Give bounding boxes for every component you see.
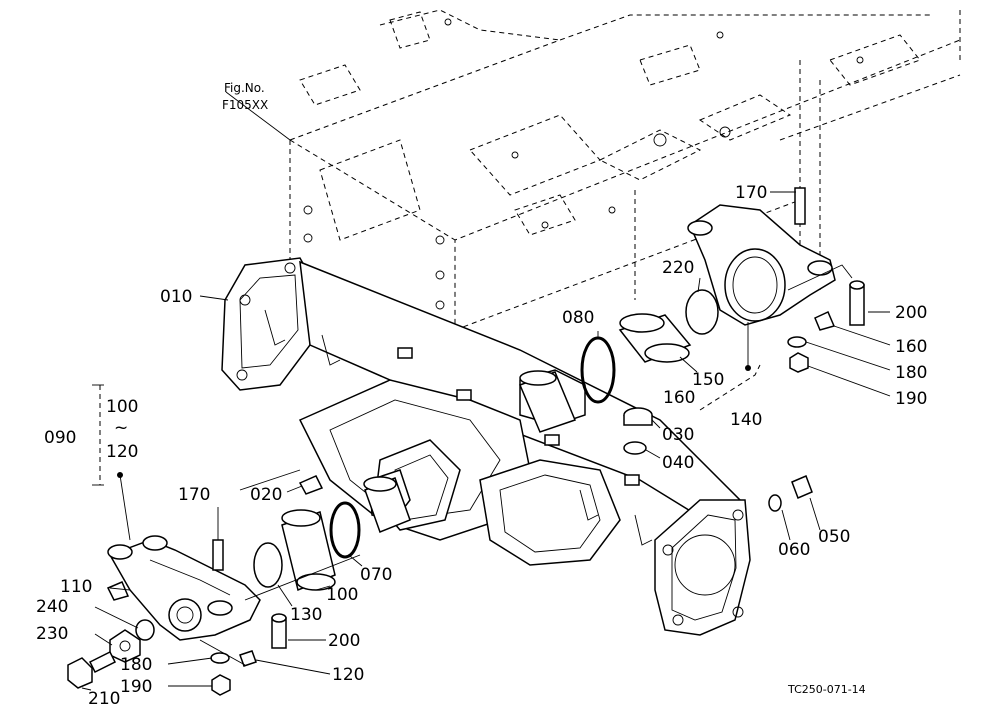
plug-030 [623,407,653,426]
washer-060 [768,494,782,512]
nut-190-right [789,352,809,373]
figure-reference: Fig.No. F105XX [222,81,268,112]
callout-160-lower: 160 [663,388,695,408]
callout-050: 050 [818,527,850,547]
grease-fitting-160 [814,310,836,331]
bushing-100 [281,509,336,592]
leader-dot [745,365,751,371]
callout-110: 110 [60,577,92,597]
callout-100: 100 [326,585,358,605]
callout-120: 120 [332,665,364,685]
callout-100-group: 100 [106,397,138,417]
washer-040 [623,441,647,455]
fig-ref-line2: F105XX [222,98,268,112]
callout-140: 140 [730,410,762,430]
callout-150: 150 [692,370,724,390]
pin-170-left [212,539,224,571]
callout-070: 070 [360,565,392,585]
callout-190-right: 190 [895,389,927,409]
callout-180-left: 180 [120,655,152,675]
washer-240 [135,619,155,641]
callout-230: 230 [36,624,68,644]
axle-stub-left [363,476,411,533]
callout-090: 090 [44,428,76,448]
shim-130 [253,542,283,588]
washer-180-right [787,336,807,348]
callout-120-group: 120 [106,442,138,462]
bushing-150 [618,313,692,363]
axle-stub-right [519,370,576,433]
part-callouts: 010 020 030 040 050 060 070 080 090 100 … [36,183,927,709]
callout-220: 220 [662,258,694,278]
grease-fitting-110 [106,581,130,601]
callout-170-right: 170 [735,183,767,203]
leader-dot [117,472,123,478]
callout-160-upper: 160 [895,337,927,357]
grease-fitting-120 [239,650,257,667]
callout-190-left: 190 [120,677,152,697]
leader-lines [81,91,891,691]
callout-040: 040 [662,453,694,473]
callout-030: 030 [662,425,694,445]
drawing-code: TC250-071-14 [787,683,866,696]
bracket-left [107,535,261,641]
shim-220 [685,289,719,335]
callout-200-right: 200 [895,303,927,323]
callout-240: 240 [36,597,68,617]
callout-180-right: 180 [895,363,927,383]
callout-range-tilde: ~ [114,418,128,438]
callout-170-left: 170 [178,485,210,505]
callout-020: 020 [250,485,282,505]
callout-010: 010 [160,287,192,307]
callout-060: 060 [778,540,810,560]
pin-170-right [794,187,806,225]
bolt-200-left [271,613,287,649]
nut-190-left [211,674,231,696]
plug-050 [791,475,813,499]
o-ring-070 [329,501,361,559]
bolt-210 [67,650,117,689]
bracket-right [687,204,836,326]
grease-fitting-020 [298,475,324,495]
bolt-200-right [849,280,865,326]
fig-ref-line1: Fig.No. [224,81,265,95]
callout-080: 080 [562,308,594,328]
callout-210: 210 [88,689,120,709]
callout-200-left: 200 [328,631,360,651]
callout-130: 130 [290,605,322,625]
